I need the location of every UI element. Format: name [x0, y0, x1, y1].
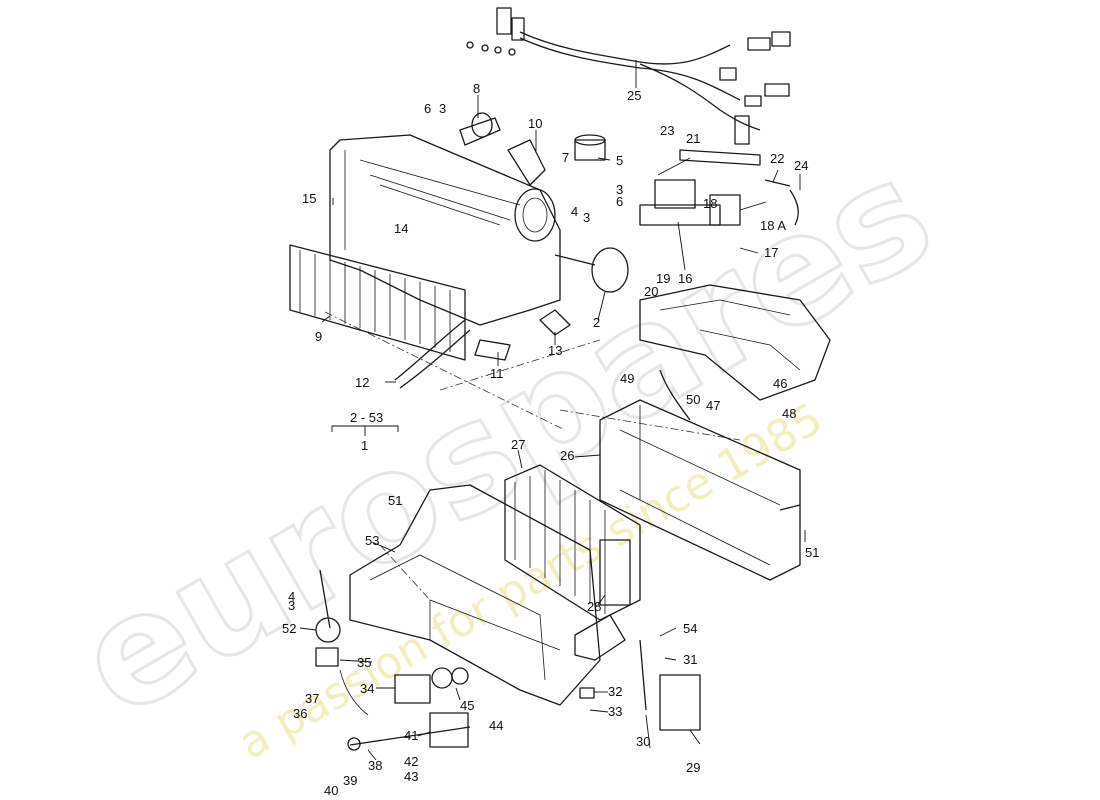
callout-15: 15: [302, 191, 316, 206]
callout-11: 11: [490, 366, 504, 381]
callout-40: 40: [324, 783, 338, 798]
callout-36: 36: [293, 706, 307, 721]
callout-54: 54: [683, 621, 697, 636]
assembly-number: 1: [361, 438, 368, 453]
callout-10: 10: [528, 116, 542, 131]
callout-6-upper: 6: [424, 101, 431, 116]
callout-29: 29: [686, 760, 700, 775]
callout-53: 53: [365, 533, 379, 548]
lower-housing: [349, 484, 601, 706]
callout-49: 49: [620, 371, 634, 386]
callout-48: 48: [782, 406, 796, 421]
callout-8: 8: [473, 81, 480, 96]
callout-52: 52: [282, 621, 296, 636]
callout-18a: 18 A: [760, 218, 786, 233]
callout-28: 28: [587, 599, 601, 614]
assembly-bracket: 2 - 53 1: [331, 410, 399, 453]
callout-33: 33: [608, 704, 622, 719]
callout-7: 7: [562, 150, 569, 165]
callout-38: 38: [368, 758, 382, 773]
small-parts-upper: [459, 112, 799, 361]
callout-2: 2: [593, 315, 600, 330]
callout-32: 32: [608, 684, 622, 699]
callout-3-mid: 3: [616, 182, 623, 197]
callout-19: 19: [656, 271, 670, 286]
callout-35: 35: [357, 655, 371, 670]
assembly-range-label: 2 - 53: [350, 410, 383, 425]
alignment-lines: [324, 311, 741, 601]
callout-22: 22: [770, 151, 784, 166]
air-duct: [639, 284, 831, 421]
callout-27: 27: [511, 437, 525, 452]
heater-core: [289, 244, 471, 389]
callout-42: 42: [404, 754, 418, 769]
callout-3-upper: 3: [439, 101, 446, 116]
callout-5: 5: [616, 153, 623, 168]
callout-34: 34: [360, 681, 374, 696]
callout-4-lower: 4: [288, 589, 295, 604]
callout-50: 50: [686, 392, 700, 407]
callout-labels: 25 8 6 3 10 7 5 3 6 23 21 22 24 18 18 A …: [282, 81, 819, 798]
evaporator-core: [504, 464, 641, 621]
callout-18: 18: [703, 196, 717, 211]
callout-16: 16: [678, 271, 692, 286]
callout-13: 13: [548, 343, 562, 358]
callout-6-mid: 6: [616, 194, 623, 209]
callout-46: 46: [773, 376, 787, 391]
leader-lines: [299, 60, 806, 761]
callout-24: 24: [794, 158, 808, 173]
evaporator-housing: [599, 399, 801, 581]
small-parts-lower: [315, 504, 801, 751]
callout-25: 25: [627, 88, 641, 103]
callout-3-upper-right: 3: [583, 210, 590, 225]
callout-39: 39: [343, 773, 357, 788]
callout-43: 43: [404, 769, 418, 784]
callout-21: 21: [686, 131, 700, 146]
callout-14: 14: [394, 221, 408, 236]
callout-3-lower: 3: [288, 598, 295, 613]
callout-51-left: 51: [388, 493, 402, 508]
callout-37: 37: [305, 691, 319, 706]
callout-45: 45: [460, 698, 474, 713]
wiring-harness: [466, 7, 791, 145]
callout-51-right: 51: [805, 545, 819, 560]
callout-44: 44: [489, 718, 503, 733]
callout-20: 20: [644, 284, 658, 299]
upper-blower-housing: [329, 134, 561, 326]
callout-47: 47: [706, 398, 720, 413]
callout-30: 30: [636, 734, 650, 749]
callout-4-upper: 4: [571, 204, 578, 219]
callout-23: 23: [660, 123, 674, 138]
callout-12: 12: [355, 375, 369, 390]
callout-41: 41: [404, 728, 418, 743]
watermark: eurospares a passion for parts since 198…: [50, 125, 961, 770]
callout-26: 26: [560, 448, 574, 463]
callout-17: 17: [764, 245, 778, 260]
callout-9: 9: [315, 329, 322, 344]
callout-31: 31: [683, 652, 697, 667]
